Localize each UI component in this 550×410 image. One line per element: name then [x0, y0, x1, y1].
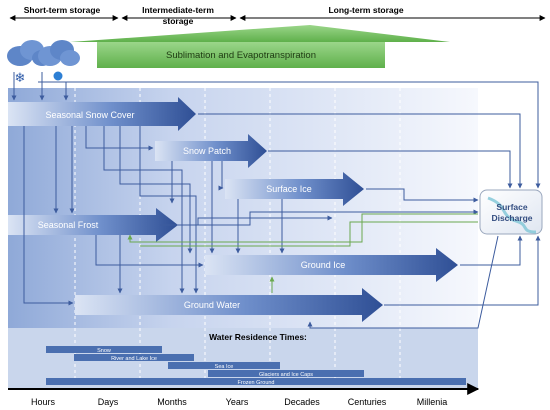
seasonal-snow-cover-arrow [8, 97, 196, 131]
tick-centuries: Centuries [348, 397, 387, 407]
seasonal-frost-arrow [8, 208, 178, 242]
tick-years: Years [226, 397, 249, 407]
discharge-label-1: Surface [496, 202, 527, 212]
ground-water-arrow [75, 288, 383, 322]
tick-days: Days [98, 397, 119, 407]
surface-discharge-box: Surface Discharge [479, 189, 543, 235]
blue-flow-lines [11, 72, 541, 329]
residence-label-river-lake-ice: River and Lake Ice [111, 356, 157, 362]
ground-ice-label: Ground Ice [301, 260, 346, 270]
svg-text:❄: ❄ [15, 71, 26, 86]
storage-header: Short-term storage Intermediate-term sto… [9, 5, 546, 26]
tick-hours: Hours [31, 397, 56, 407]
ground-ice-arrow [205, 248, 458, 282]
short-term-label: Short-term storage [24, 5, 101, 15]
tick-decades: Decades [284, 397, 320, 407]
snow-patch-label: Snow Patch [183, 146, 231, 156]
residence-bar-snow [46, 346, 162, 353]
seasonal-frost-label: Seasonal Frost [38, 220, 99, 230]
residence-label-glaciers: Glaciers and Ice Caps [259, 372, 313, 378]
residence-label-snow: Snow [97, 348, 111, 354]
snow-patch-arrow [155, 134, 267, 168]
residence-bar-river-lake-ice [74, 354, 194, 361]
residence-bar-glaciers [208, 370, 364, 377]
residence-title: Water Residence Times: [209, 332, 307, 342]
residence-bar-sea-ice [168, 362, 280, 369]
ground-water-label: Ground Water [184, 300, 240, 310]
residence-label-frozen-ground: Frozen Ground [238, 380, 275, 386]
seasonal-snow-cover-label: Seasonal Snow Cover [45, 110, 134, 120]
sublimation-band [97, 42, 385, 68]
residence-label-sea-ice: Sea Ice [215, 364, 234, 370]
green-flow-lines [127, 213, 478, 293]
sublimation-wedge [70, 25, 450, 42]
tick-months: Months [157, 397, 187, 407]
intermediate-term-label: Intermediate-term [142, 5, 214, 15]
discharge-label-2: Discharge [491, 213, 532, 223]
surface-ice-arrow [225, 172, 364, 206]
tick-millenia: Millenia [417, 397, 448, 407]
sublimation-label: Sublimation and Evapotranspiration [166, 50, 316, 61]
residence-bar-frozen-ground [46, 378, 466, 385]
intermediate-term-label-2: storage [163, 16, 194, 26]
residence-bars: Snow River and Lake Ice Sea Ice Glaciers… [46, 346, 466, 386]
long-term-label: Long-term storage [328, 5, 403, 15]
cloud-rain-icon [38, 40, 80, 82]
surface-ice-label: Surface Ice [266, 184, 312, 194]
time-axis-ticks: Hours Days Months Years Decades Centurie… [31, 397, 447, 407]
